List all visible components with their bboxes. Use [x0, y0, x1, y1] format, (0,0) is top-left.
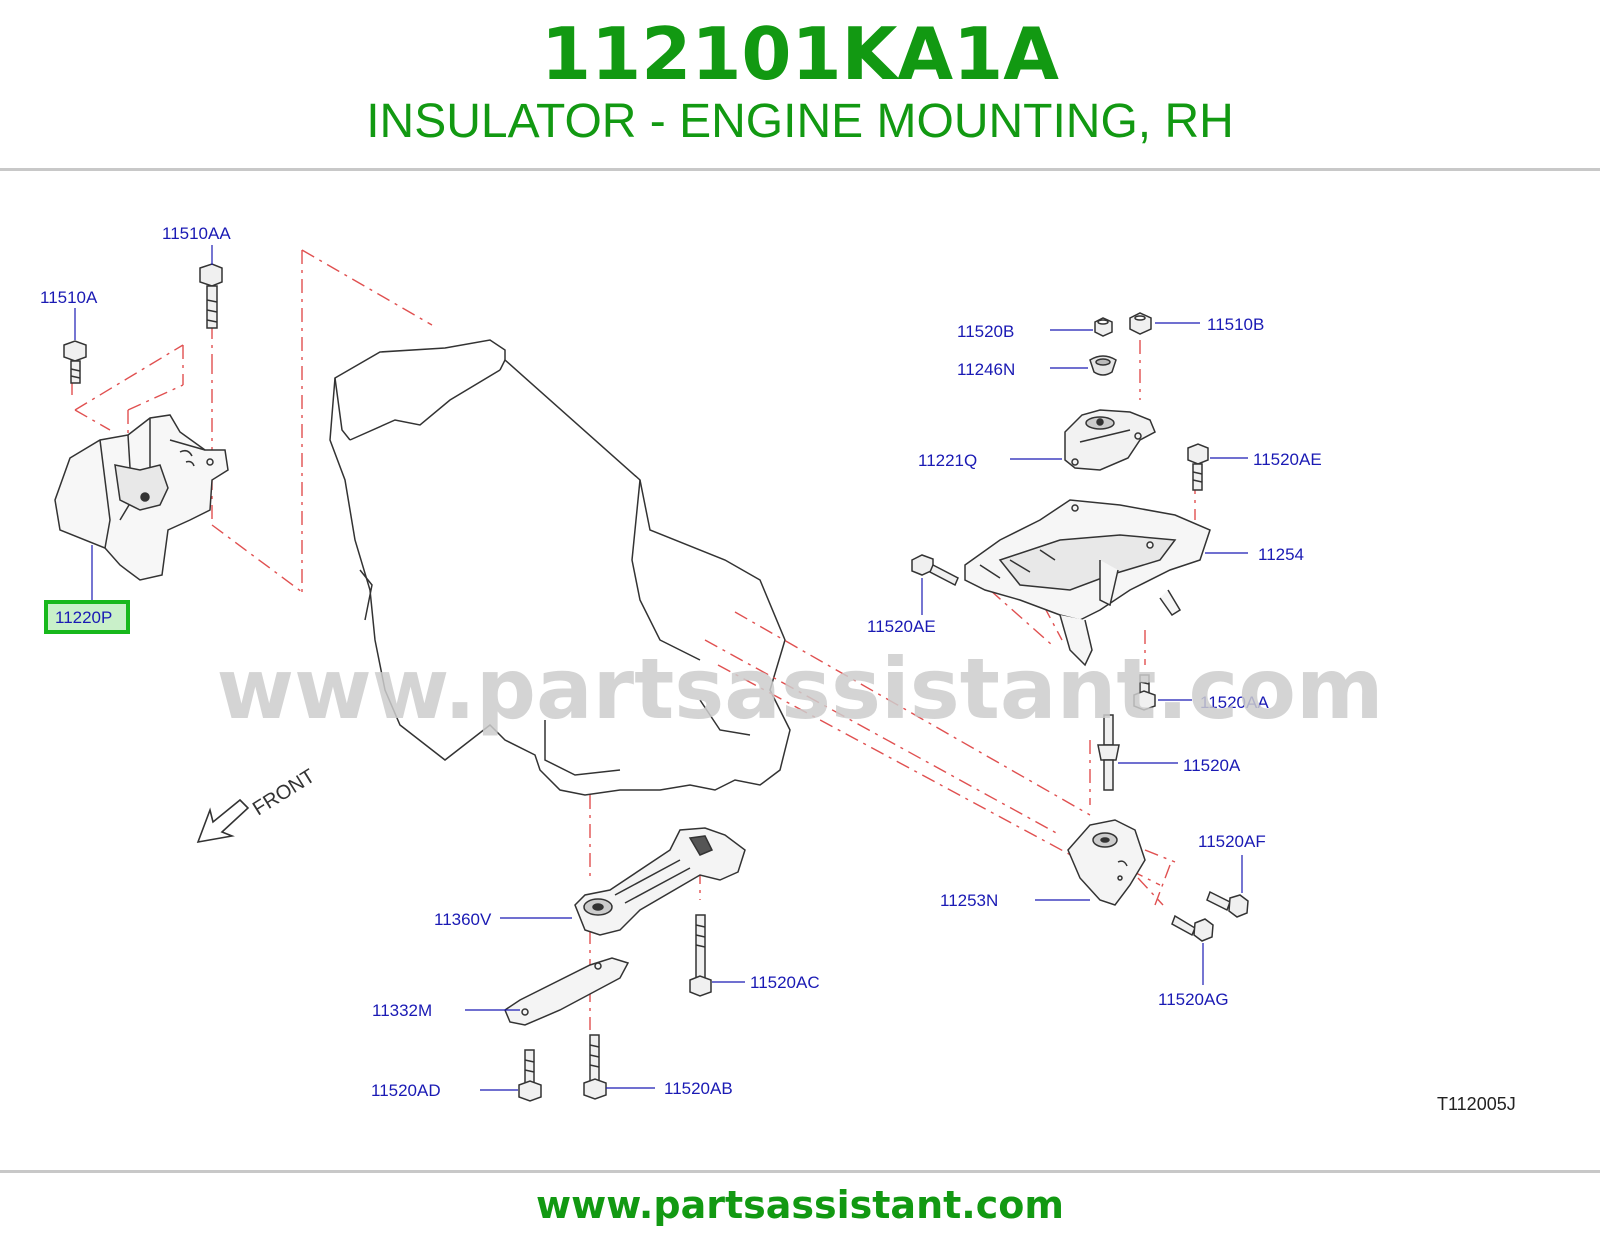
callout-11253N[interactable]: 11253N [940, 891, 998, 910]
callout-leaders [74, 245, 1248, 1091]
insulator-11221Q-drawing [1064, 409, 1156, 471]
callout-11510AA[interactable]: 11510AA [162, 224, 231, 243]
callout-11520B[interactable]: 11520B [957, 322, 1014, 341]
nut-11510B-drawing [1129, 312, 1152, 335]
footer-divider [0, 1170, 1600, 1173]
callout-11332M[interactable]: 11332M [372, 1001, 432, 1020]
torque-rod-11360V-drawing [574, 827, 746, 936]
bolt-11520AG-drawing [1171, 914, 1214, 942]
callout-11254[interactable]: 11254 [1258, 545, 1304, 564]
bolt-11520AE-lower-drawing [911, 554, 959, 587]
callout-11246N[interactable]: 11246N [957, 360, 1015, 379]
stud-11520A-drawing [1097, 714, 1120, 791]
callout-11220P[interactable]: 11220P [55, 608, 112, 627]
watermark-text: www.partsassistant.com [217, 640, 1384, 738]
callout-11520AF[interactable]: 11520AF [1198, 832, 1266, 851]
footer-site-link[interactable]: www.partsassistant.com [536, 1183, 1064, 1227]
callout-11520A[interactable]: 11520A [1183, 756, 1241, 775]
bolt-11520AF-drawing [1206, 890, 1249, 918]
front-direction-indicator: FRONT [196, 765, 319, 844]
part-name-subtitle: INSULATOR - ENGINE MOUNTING, RH [366, 95, 1234, 148]
bolt-11520AE-upper-drawing [1187, 443, 1209, 491]
bracket-11332M-drawing [504, 957, 630, 1026]
highlight-box-11220P [44, 600, 130, 634]
callout-11221Q[interactable]: 11221Q [918, 451, 977, 470]
front-label: FRONT [249, 765, 319, 820]
callout-11520AD[interactable]: 11520AD [371, 1081, 441, 1100]
part-number-title: 112101KA1A [541, 12, 1059, 96]
washer-11246N-drawing [1089, 355, 1117, 376]
bolt-11520AB-drawing [583, 1034, 607, 1100]
drawing-code: T112005J [1437, 1094, 1516, 1114]
bolt-11520AC-drawing [689, 914, 712, 997]
callout-11510A[interactable]: 11510A [40, 288, 98, 307]
engine-block-drawing [329, 339, 791, 796]
bracket-11253N-drawing [1067, 819, 1146, 906]
callout-11520AA[interactable]: 11520AA [1200, 693, 1269, 712]
bolt-11520AA-drawing [1133, 674, 1156, 711]
callout-11360V[interactable]: 11360V [434, 910, 492, 929]
bolt-11510AA-drawing [199, 263, 223, 329]
callout-11510B[interactable]: 11510B [1207, 315, 1264, 334]
front-arrow-icon [196, 798, 250, 844]
bracket-11254-drawing [964, 499, 1211, 667]
callout-11520AB[interactable]: 11520AB [664, 1079, 733, 1098]
engine-mount-insulator-drawing [54, 414, 229, 581]
callout-11520AG[interactable]: 11520AG [1158, 990, 1229, 1009]
callout-11520AE-lower[interactable]: 11520AE [867, 617, 936, 636]
bolt-11520AD-drawing [518, 1049, 542, 1102]
nut-11520B-drawing [1094, 317, 1113, 337]
callout-11520AE-upper[interactable]: 11520AE [1253, 450, 1322, 469]
header-divider [0, 168, 1600, 171]
bolt-11510A-drawing [63, 340, 87, 384]
callout-11520AC[interactable]: 11520AC [750, 973, 820, 992]
